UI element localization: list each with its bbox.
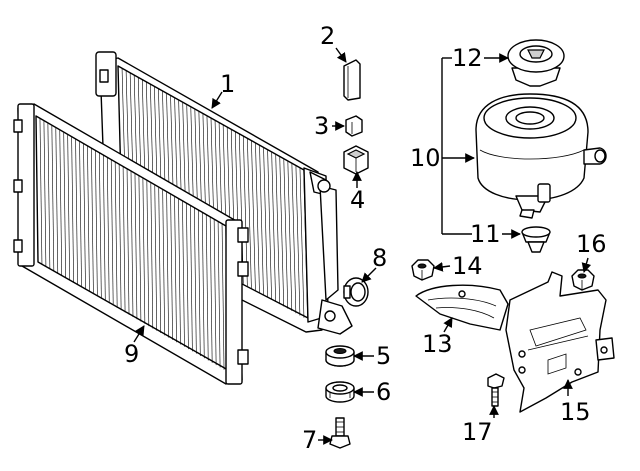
callout-12: 12 xyxy=(452,44,483,72)
rubber-mount-icon xyxy=(325,345,355,367)
callout-4: 4 xyxy=(350,186,365,214)
grommet-icon xyxy=(325,381,355,403)
bolt-icon xyxy=(329,417,351,449)
mounting-bracket-icon xyxy=(505,271,615,413)
callout-16: 16 xyxy=(576,230,607,258)
condenser-icon xyxy=(13,103,249,385)
callout-11: 11 xyxy=(470,220,501,248)
callout-labels: 1 2 3 4 5 6 7 8 9 10 11 12 13 14 15 16 1… xyxy=(124,22,607,454)
callout-5: 5 xyxy=(376,342,391,370)
callout-6: 6 xyxy=(376,378,391,406)
callout-8: 8 xyxy=(372,244,387,272)
callout-7: 7 xyxy=(302,426,317,454)
bolt-icon xyxy=(487,373,505,407)
reservoir-cap-icon xyxy=(507,39,565,87)
callout-10: 10 xyxy=(410,144,441,172)
callout-13: 13 xyxy=(422,330,453,358)
nut-icon xyxy=(411,259,435,281)
side-grommet-icon xyxy=(343,277,369,307)
callout-9: 9 xyxy=(124,340,139,368)
callout-2: 2 xyxy=(320,22,335,50)
callout-3: 3 xyxy=(314,112,329,140)
callout-14: 14 xyxy=(452,252,483,280)
leader-lines xyxy=(133,47,592,445)
heat-shield-icon xyxy=(415,284,509,331)
mount-block-icon xyxy=(343,145,369,175)
callout-15: 15 xyxy=(560,398,591,426)
small-clip-icon xyxy=(345,115,363,137)
coolant-reservoir-icon xyxy=(475,93,607,219)
callout-1: 1 xyxy=(220,70,235,98)
nut-icon xyxy=(571,269,595,291)
callout-17: 17 xyxy=(462,418,493,446)
sensor-plug-icon xyxy=(521,226,551,253)
group-bracket xyxy=(441,57,472,235)
bracket-clip-icon xyxy=(343,59,361,101)
